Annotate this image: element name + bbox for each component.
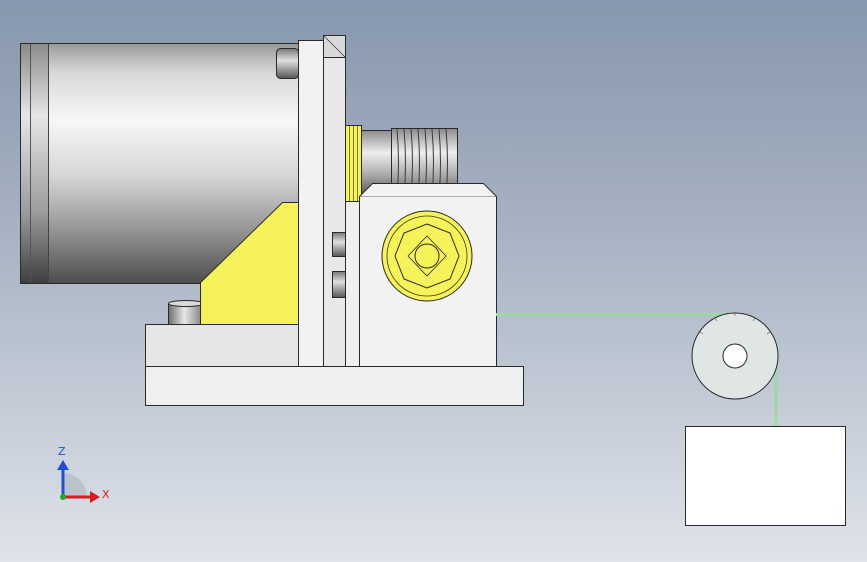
axis-triad: Z X <box>57 445 110 503</box>
flange-bolt-upper[interactable] <box>332 232 346 257</box>
load-block[interactable] <box>685 426 846 526</box>
z-axis-label: Z <box>58 445 66 458</box>
spacer-plate[interactable] <box>345 201 360 367</box>
flange-bolt-lower[interactable] <box>332 271 346 298</box>
yellow-coupling-ring[interactable] <box>345 125 362 202</box>
y-axis-origin <box>60 494 66 500</box>
yellow-hex-nut[interactable] <box>381 210 473 302</box>
z-axis-arrow <box>57 460 69 470</box>
motor-mount-block[interactable] <box>145 324 323 367</box>
motor-flange-plate[interactable] <box>298 35 346 367</box>
flange-stud[interactable] <box>276 48 299 79</box>
base-plate[interactable] <box>145 366 524 406</box>
pulley[interactable] <box>691 312 779 400</box>
x-axis-arrow <box>90 491 100 503</box>
x-axis-label: X <box>102 488 110 501</box>
mount-boss[interactable] <box>168 300 204 325</box>
